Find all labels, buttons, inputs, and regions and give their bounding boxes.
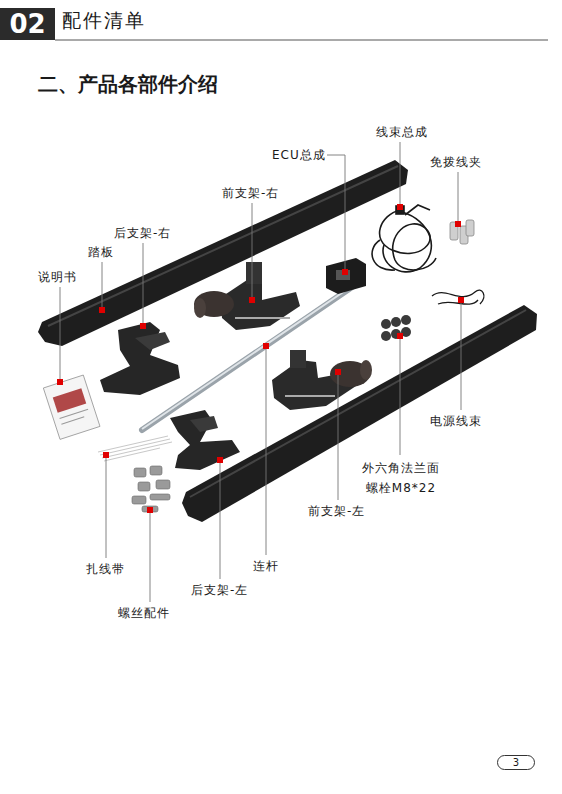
rear-bracket-left xyxy=(170,410,240,470)
section-heading: 配件清单 xyxy=(62,12,146,28)
part-name: 后支架-左 xyxy=(191,582,248,598)
part-name: 前支架-左 xyxy=(308,503,365,519)
wire-clips xyxy=(450,220,474,244)
wire-harness xyxy=(372,205,436,272)
part-name: 免拨线夹 xyxy=(430,154,482,170)
screw-parts xyxy=(132,466,170,512)
power-harness xyxy=(432,290,484,304)
front-bracket-right xyxy=(194,262,300,330)
part-name: 前支架-右 xyxy=(222,185,279,201)
page-number-text: 3 xyxy=(513,758,519,768)
chapter-number-text: 02 xyxy=(9,11,45,37)
page-number: 3 xyxy=(497,755,535,770)
flange-bolts xyxy=(381,315,411,341)
part-name: 电源线束 xyxy=(430,413,482,429)
part-name: 后支架-右 xyxy=(114,225,171,241)
header-rule xyxy=(55,40,548,41)
part-name: 扎线带 xyxy=(86,561,125,577)
part-name: 外六角法兰面 螺栓M8*22 xyxy=(358,458,444,498)
zip-ties xyxy=(98,436,172,461)
page-title: 二、产品各部件介绍 xyxy=(38,71,218,98)
part-name: 线束总成 xyxy=(376,124,428,140)
part-name: ECU总成 xyxy=(272,147,326,163)
board-edge xyxy=(48,166,398,326)
ecu-unit xyxy=(326,258,366,294)
part-name: 螺丝配件 xyxy=(118,605,170,621)
front-bracket-left xyxy=(272,350,372,410)
part-name: 说明书 xyxy=(38,269,77,285)
part-name: 连杆 xyxy=(253,558,279,574)
chapter-number: 02 xyxy=(0,8,55,40)
manual-booklet xyxy=(43,375,100,439)
part-name: 踏板 xyxy=(88,244,114,260)
running-board xyxy=(182,305,537,522)
running-board xyxy=(38,160,408,346)
rear-bracket-right xyxy=(100,322,180,395)
board-edge xyxy=(190,310,526,497)
callout-dots xyxy=(57,204,464,513)
leader-lines xyxy=(60,142,461,602)
